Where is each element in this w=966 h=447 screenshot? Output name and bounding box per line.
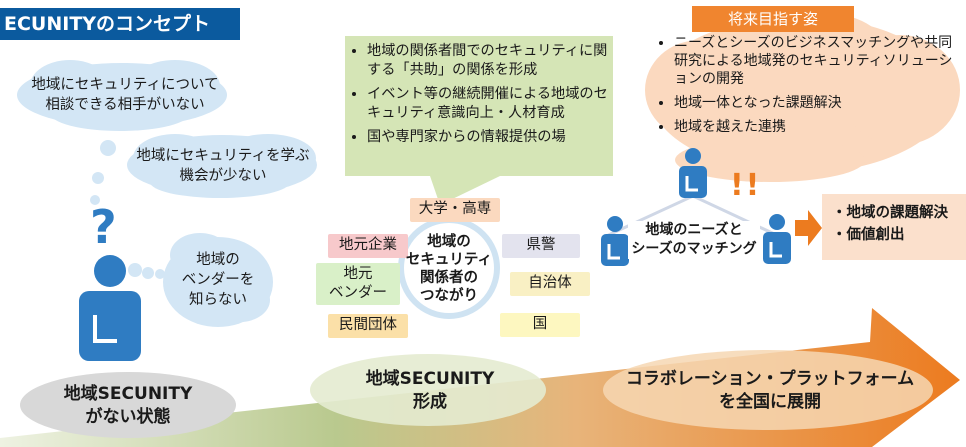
- future-goals-list: ニーズとシーズのビジネスマッチングや共同研究による地域発のセキュリティソリューシ…: [652, 34, 962, 142]
- future-item: 地域一体となった課題解決: [674, 94, 962, 112]
- center-line: セキュリティ: [405, 252, 493, 268]
- benefit-item: イベント等の継続開催による地域のセキュリティ意識向上・人材育成: [367, 85, 613, 123]
- concern-cloud-1: 地域にセキュリティについて 相談できる相手がいない: [30, 75, 220, 115]
- exclamation-mark: !!: [730, 168, 762, 203]
- matching-label: 地域のニーズと シーズのマッチング: [628, 221, 760, 259]
- stage-label-formation: 地域SECUNITY 形成: [330, 368, 530, 414]
- center-line: 地域の: [427, 234, 471, 250]
- outcome-item: ・価値創出: [832, 227, 905, 243]
- tag-prefectural-police: 県警: [502, 234, 580, 258]
- future-item: ニーズとシーズのビジネスマッチングや共同研究による地域発のセキュリティソリューシ…: [674, 34, 962, 88]
- stage-line: 地域SECUNITY: [365, 369, 495, 389]
- center-connection-label: 地域の セキュリティ 関係者の つながり: [403, 233, 495, 305]
- person-icon: [679, 148, 707, 198]
- future-item: 地域を越えた連携: [674, 118, 962, 136]
- page-title: ECUNITYのコンセプト: [0, 8, 240, 40]
- cloud-line: 知らない: [189, 292, 247, 308]
- future-title: 将来目指す姿: [692, 6, 854, 32]
- tag-private-org: 民間団体: [328, 314, 408, 338]
- tag-line: 地元: [343, 266, 373, 282]
- stage-label-before: 地域SECUNITY がない状態: [28, 383, 228, 429]
- tag-local-vendor: 地元 ベンダー: [316, 263, 400, 305]
- center-line: つながり: [420, 288, 478, 304]
- center-line: 関係者の: [420, 270, 478, 286]
- stage-line: がない状態: [85, 407, 171, 427]
- outcome-box: ・地域の課題解決 ・価値創出: [822, 194, 966, 260]
- stage-line: コラボレーション・プラットフォーム: [625, 369, 915, 389]
- tag-municipality: 自治体: [510, 272, 590, 296]
- benefit-item: 国や専門家からの情報提供の場: [367, 128, 613, 147]
- thinking-person-icon: [79, 255, 141, 361]
- cloud-line: 機会が少ない: [179, 168, 267, 184]
- matching-line: シーズのマッチング: [631, 241, 757, 257]
- stage-line: 地域SECUNITY: [63, 384, 193, 404]
- tag-university: 大学・高専: [410, 198, 500, 222]
- cloud-line: ベンダーを: [181, 272, 255, 288]
- community-benefits-box: 地域の関係者間でのセキュリティに関する「共助」の関係を形成 イベント等の継続開催…: [345, 36, 613, 176]
- tag-national: 国: [500, 313, 580, 337]
- question-mark: ?: [90, 200, 117, 254]
- tag-local-company: 地元企業: [328, 234, 408, 258]
- cloud-line: 相談できる相手がいない: [45, 97, 205, 113]
- stage-label-nationwide: コラボレーション・プラットフォーム を全国に展開: [615, 368, 925, 414]
- outcome-item: ・地域の課題解決: [832, 205, 948, 221]
- matching-line: 地域のニーズと: [645, 222, 743, 238]
- person-icon: [763, 214, 791, 264]
- cloud-line: 地域にセキュリティについて: [31, 77, 219, 93]
- person-icon: [601, 216, 629, 266]
- tag-line: ベンダー: [329, 285, 387, 301]
- stage-line: を全国に展開: [719, 392, 821, 412]
- benefit-item: 地域の関係者間でのセキュリティに関する「共助」の関係を形成: [367, 42, 613, 80]
- cloud-line: 地域の: [196, 252, 240, 268]
- concern-cloud-2: 地域にセキュリティを学ぶ 機会が少ない: [128, 146, 318, 186]
- concern-cloud-3: 地域の ベンダーを 知らない: [168, 250, 268, 310]
- cloud-line: 地域にセキュリティを学ぶ: [136, 148, 310, 164]
- stage-line: 形成: [413, 392, 447, 412]
